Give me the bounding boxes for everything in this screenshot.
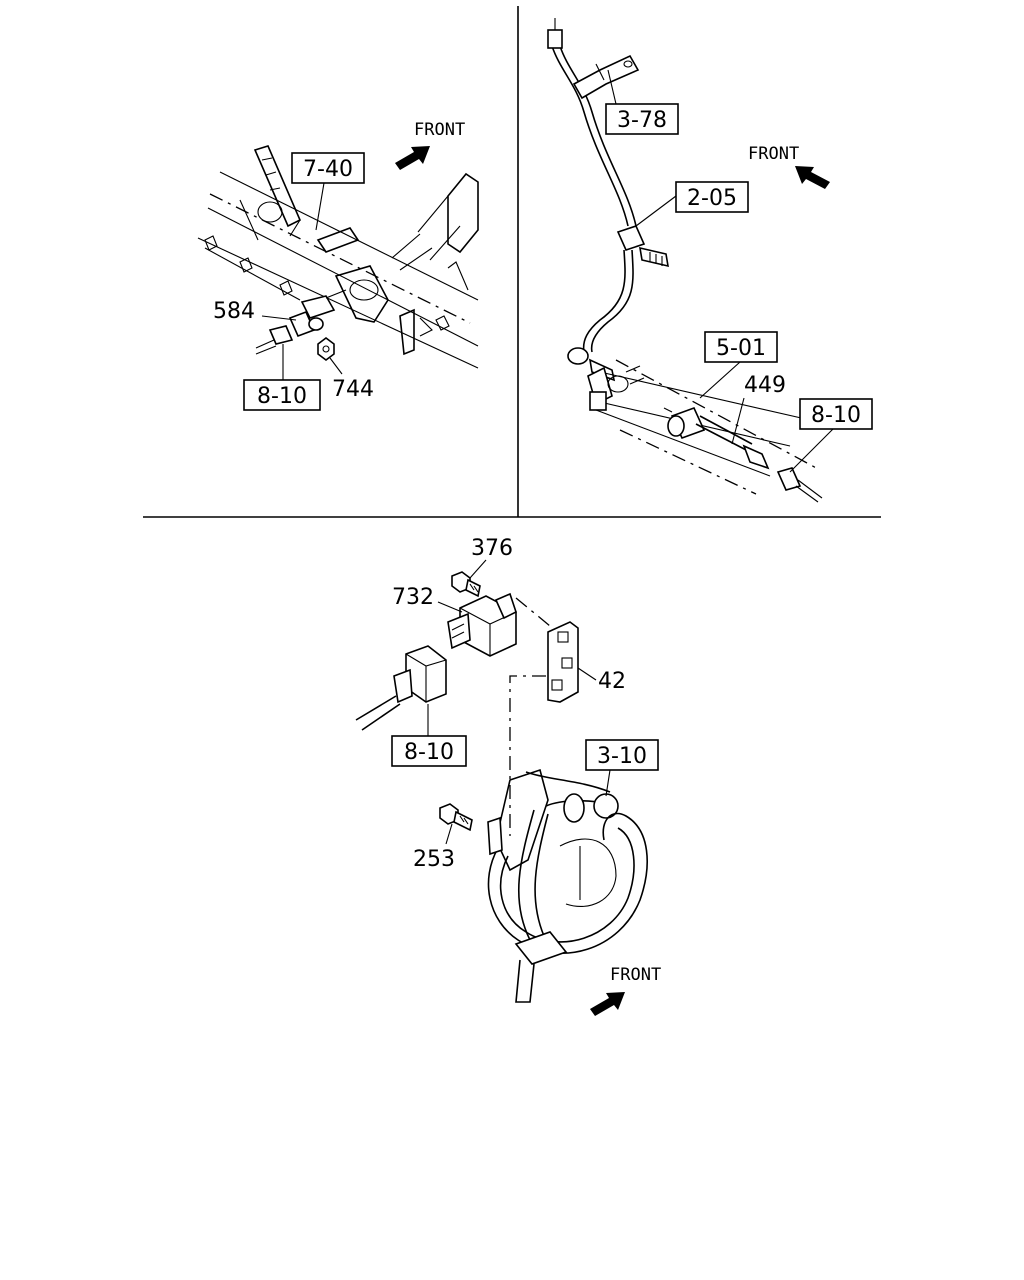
ref-box-3-10[interactable]: 3-10 (585, 739, 659, 771)
panel-bottom: FRONT 376 732 42 (355, 536, 661, 1016)
part-label-732: 732 (392, 585, 434, 610)
ref-label-5-01: 5-01 (716, 336, 766, 361)
ref-label-8-10-top-left: 8-10 (257, 384, 307, 409)
front-label-top-right: FRONT (748, 144, 799, 164)
ref-label-8-10-top-right: 8-10 (811, 403, 861, 428)
front-arrow-icon (590, 992, 625, 1016)
frame-assembly (197, 145, 479, 369)
part-label-42: 42 (598, 669, 626, 694)
panel-top-left: FRONT (197, 120, 479, 411)
ref-box-7-40[interactable]: 7-40 (291, 152, 365, 184)
ref-box-2-05[interactable]: 2-05 (675, 181, 749, 213)
front-label-bottom: FRONT (610, 965, 661, 985)
ref-box-8-10-bottom[interactable]: 8-10 (391, 735, 467, 767)
bracket-42 (515, 597, 579, 703)
ref-label-7-40: 7-40 (303, 157, 353, 182)
part-label-449: 449 (744, 373, 786, 398)
front-arrow-icon (795, 166, 830, 189)
connector-plug (355, 645, 447, 731)
connector-plug (776, 467, 823, 503)
sensor-584 (288, 289, 347, 338)
ref-label-3-10: 3-10 (597, 744, 647, 769)
front-label-top-left: FRONT (414, 120, 465, 140)
part-label-584: 584 (213, 299, 255, 324)
part-label-253: 253 (413, 847, 455, 872)
bolt-253 (439, 803, 473, 832)
connector-plug (255, 325, 294, 355)
front-arrow-icon (395, 146, 430, 170)
ref-label-2-05: 2-05 (687, 186, 737, 211)
bolt-376 (451, 571, 481, 598)
panel-top-right: FRONT (547, 18, 873, 503)
ref-box-3-78[interactable]: 3-78 (605, 103, 679, 135)
hose-assembly (547, 18, 821, 495)
sensor-449 (663, 406, 770, 470)
ref-label-3-78: 3-78 (617, 108, 667, 133)
part-label-744: 744 (332, 377, 374, 402)
ref-label-8-10-bottom: 8-10 (404, 740, 454, 765)
ref-box-8-10-top-right[interactable]: 8-10 (799, 398, 873, 430)
ref-box-5-01[interactable]: 5-01 (704, 331, 778, 363)
nut-744 (317, 337, 335, 361)
pedal-assembly (487, 768, 648, 1003)
ref-box-8-10-top-left[interactable]: 8-10 (243, 379, 321, 411)
sensor-732 (447, 592, 517, 657)
part-label-376: 376 (471, 536, 513, 561)
